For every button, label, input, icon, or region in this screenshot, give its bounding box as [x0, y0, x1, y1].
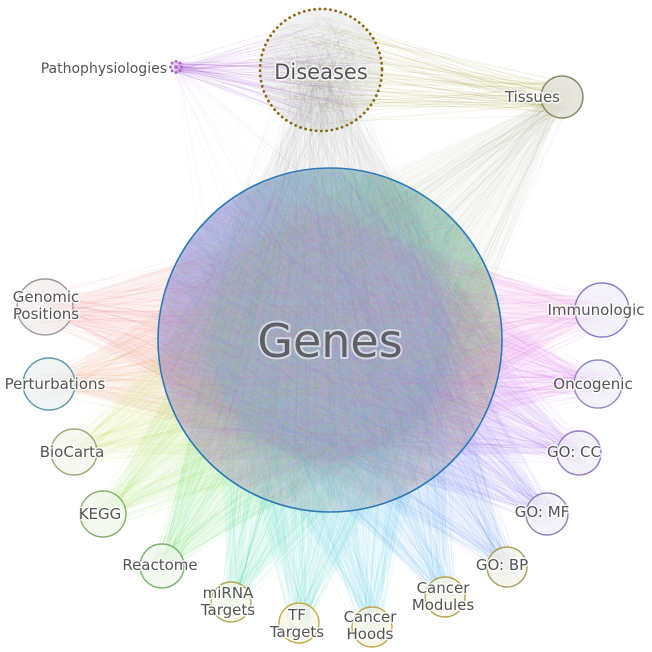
wedge-immunologic	[158, 187, 602, 507]
genes-fill	[158, 168, 502, 512]
node-pathophysiologies[interactable]	[169, 60, 183, 74]
node-tf-targets[interactable]	[278, 602, 320, 644]
bundle-diseases-diseases	[267, 15, 377, 126]
wedge-tf-targets	[177, 168, 497, 623]
edge-layer	[29, 15, 617, 638]
node-cancer-modules[interactable]	[424, 576, 466, 618]
edges-cancer-hoods	[166, 168, 472, 638]
wedge-mirna-targets	[202, 168, 502, 602]
node-kegg[interactable]	[79, 490, 127, 538]
edges-perturbations	[34, 174, 502, 486]
edges-mirna-targets	[211, 170, 502, 613]
label-perturbations: Perturbations	[5, 375, 106, 393]
edges-tissues	[158, 85, 574, 511]
node-genomic-positions[interactable]	[16, 278, 74, 336]
label-go-mf: GO: MF	[515, 503, 570, 521]
label-genes: Genes	[257, 314, 402, 368]
label-go-cc: GO: CC	[547, 443, 601, 461]
label-oncogenic: Oncogenic	[553, 375, 632, 393]
wedge-go-cc	[158, 168, 579, 461]
wedge-genomic-positions	[45, 187, 502, 507]
wedge-perturbations	[49, 172, 502, 489]
wedge-tissues	[158, 97, 562, 512]
node-mirna-targets[interactable]	[210, 581, 252, 623]
node-oncogenic[interactable]	[573, 359, 623, 409]
edges-pathophysiologies	[172, 63, 502, 513]
bundle-diseases-pathophysiologies	[171, 23, 372, 126]
wedge-cancer-modules	[158, 168, 451, 597]
edges-reactome	[149, 168, 502, 579]
wedge-kegg	[103, 168, 502, 514]
node-go-mf[interactable]	[525, 492, 569, 536]
wedge-biocarta	[74, 168, 502, 462]
edges-genomic-positions	[29, 193, 502, 503]
center-layer	[157, 167, 503, 513]
genes-node[interactable]	[157, 167, 503, 513]
edges-diseases	[159, 36, 502, 512]
edges-biocarta	[61, 168, 502, 465]
node-immunologic[interactable]	[574, 282, 630, 338]
label-reactome: Reactome	[122, 556, 197, 574]
edges-oncogenic	[158, 179, 612, 481]
node-diseases[interactable]	[258, 7, 384, 133]
wedge-go-mf	[158, 168, 547, 514]
node-go-cc[interactable]	[556, 430, 602, 476]
edges-immunologic	[158, 193, 617, 501]
node-cancer-hoods[interactable]	[351, 606, 393, 648]
node-reactome[interactable]	[139, 543, 185, 589]
label-immunologic: Immunologic	[547, 301, 644, 319]
edges-cancer-modules	[159, 168, 457, 609]
label-pathophysiologies: Pathophysiologies	[41, 61, 167, 77]
node-tissues[interactable]	[540, 75, 584, 119]
wedge-cancer-hoods	[162, 168, 480, 627]
edges-go-bp	[158, 168, 519, 579]
edges-kegg	[90, 168, 502, 527]
label-tissues: Tissues	[504, 88, 560, 106]
node-diseases-fill	[260, 9, 382, 131]
edges-go-cc	[159, 170, 591, 466]
wedge-reactome	[162, 168, 502, 566]
label-diseases: Diseases	[274, 60, 368, 84]
node-layer	[16, 7, 630, 648]
edges-tf-targets	[179, 168, 493, 634]
node-go-bp[interactable]	[486, 546, 528, 588]
label-biocarta: BioCarta	[40, 443, 105, 461]
node-perturbations[interactable]	[22, 357, 76, 411]
edges-go-mf	[159, 168, 559, 526]
label-go-bp: GO: BP	[476, 556, 528, 574]
node-biocarta[interactable]	[50, 428, 98, 476]
wedge-go-bp	[158, 168, 507, 567]
label-kegg: KEGG	[79, 505, 122, 523]
